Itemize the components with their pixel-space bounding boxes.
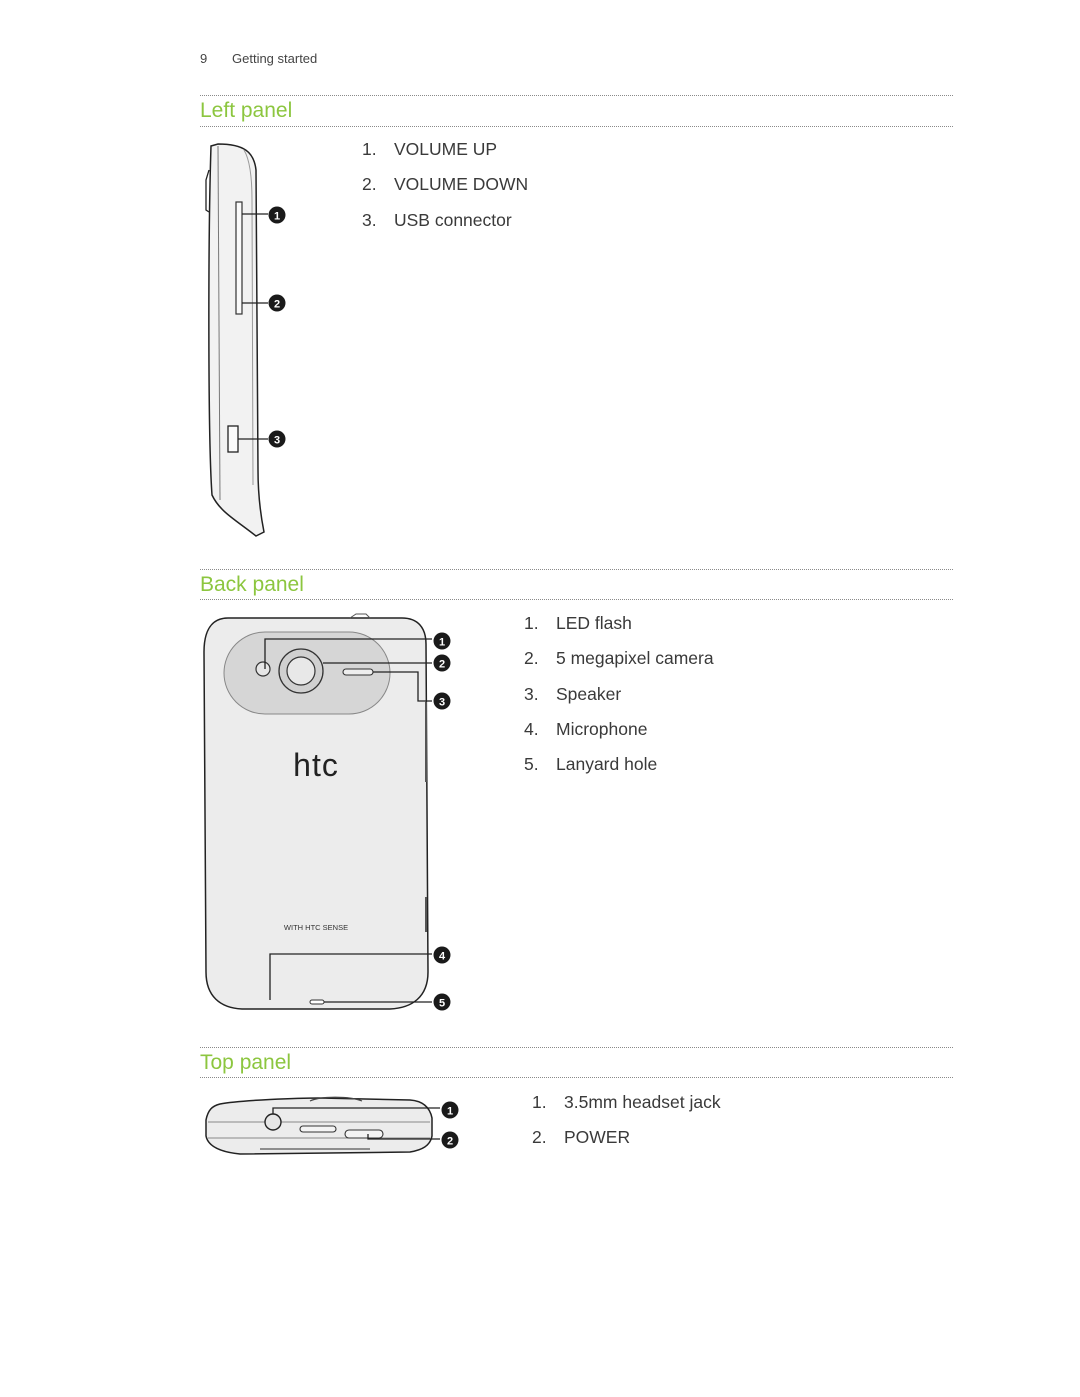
- callout-3: 3: [268, 430, 286, 448]
- section-rule: [200, 569, 953, 570]
- list-item-label: VOLUME DOWN: [394, 174, 529, 195]
- callout-4: 4: [433, 946, 451, 964]
- list-item: 2.POWER: [532, 1127, 631, 1148]
- top-panel-illustration: 1 2: [205, 1096, 459, 1155]
- callout-3: 3: [433, 692, 451, 710]
- list-item: 1.3.5mm headset jack: [532, 1092, 721, 1112]
- svg-text:3: 3: [274, 435, 280, 447]
- svg-text:4: 4: [439, 951, 446, 963]
- callout-1: 1: [268, 206, 286, 224]
- callout-2: 2: [268, 294, 286, 312]
- section-rule: [200, 1047, 953, 1048]
- left-panel-illustration: 1 2 3: [205, 143, 286, 537]
- list-item: 4.Microphone: [524, 718, 648, 739]
- callout-1: 1: [441, 1101, 459, 1119]
- chapter-title: Getting started: [232, 51, 318, 66]
- list-item-label: Lanyard hole: [556, 754, 658, 775]
- list-item-label: LED flash: [556, 613, 632, 633]
- svg-text:5: 5: [439, 998, 445, 1010]
- callout-2: 2: [433, 654, 451, 672]
- htc-sense-text: WITH HTC SENSE: [284, 923, 348, 932]
- callout-1: 1: [433, 632, 451, 650]
- htc-logo: htc: [293, 747, 339, 783]
- list-item: 2.5 megapixel camera: [524, 648, 714, 669]
- list-item: 1.LED flash: [524, 613, 632, 633]
- section-title-left-panel: Left panel: [200, 99, 293, 122]
- list-item-label: POWER: [564, 1127, 631, 1148]
- list-item-label: 3.5mm headset jack: [564, 1092, 721, 1112]
- list-item: 1.VOLUME UP: [362, 139, 498, 159]
- section-title-top-panel: Top panel: [200, 1051, 292, 1074]
- section-rule: [200, 126, 953, 127]
- svg-text:2: 2: [439, 659, 445, 671]
- section-rule: [200, 599, 953, 600]
- svg-text:2: 2: [274, 299, 280, 311]
- callout-5: 5: [433, 993, 451, 1011]
- list-item: 5.Lanyard hole: [524, 754, 658, 775]
- list-item-label: 5 megapixel camera: [556, 648, 714, 669]
- list-item-label: Speaker: [556, 683, 622, 704]
- list-item-label: USB connector: [394, 209, 512, 230]
- top-panel-list: 1.3.5mm headset jack 2.POWER: [532, 1092, 721, 1163]
- list-item-label: Microphone: [556, 718, 648, 739]
- back-panel-illustration: htc WITH HTC SENSE 1 2 3 4 5: [203, 613, 451, 1011]
- list-item: 3.USB connector: [362, 209, 512, 230]
- section-rule: [200, 95, 953, 96]
- section-rule: [200, 1077, 953, 1078]
- list-item: 2.VOLUME DOWN: [362, 174, 529, 195]
- svg-text:1: 1: [274, 211, 280, 223]
- section-title-back-panel: Back panel: [200, 573, 304, 596]
- left-panel-list: 1.VOLUME UP 2.VOLUME DOWN 3.USB connecto…: [362, 139, 528, 245]
- svg-text:1: 1: [439, 637, 445, 649]
- page-header: 9 Getting started: [200, 51, 317, 66]
- svg-text:1: 1: [447, 1106, 453, 1118]
- back-panel-list: 1.LED flash 2.5 megapixel camera 3.Speak…: [524, 613, 714, 789]
- svg-text:2: 2: [447, 1136, 453, 1148]
- list-item: 3.Speaker: [524, 683, 622, 704]
- list-item-label: VOLUME UP: [394, 139, 498, 159]
- callout-2: 2: [441, 1131, 459, 1149]
- svg-text:3: 3: [439, 697, 445, 709]
- page-number: 9: [200, 51, 208, 66]
